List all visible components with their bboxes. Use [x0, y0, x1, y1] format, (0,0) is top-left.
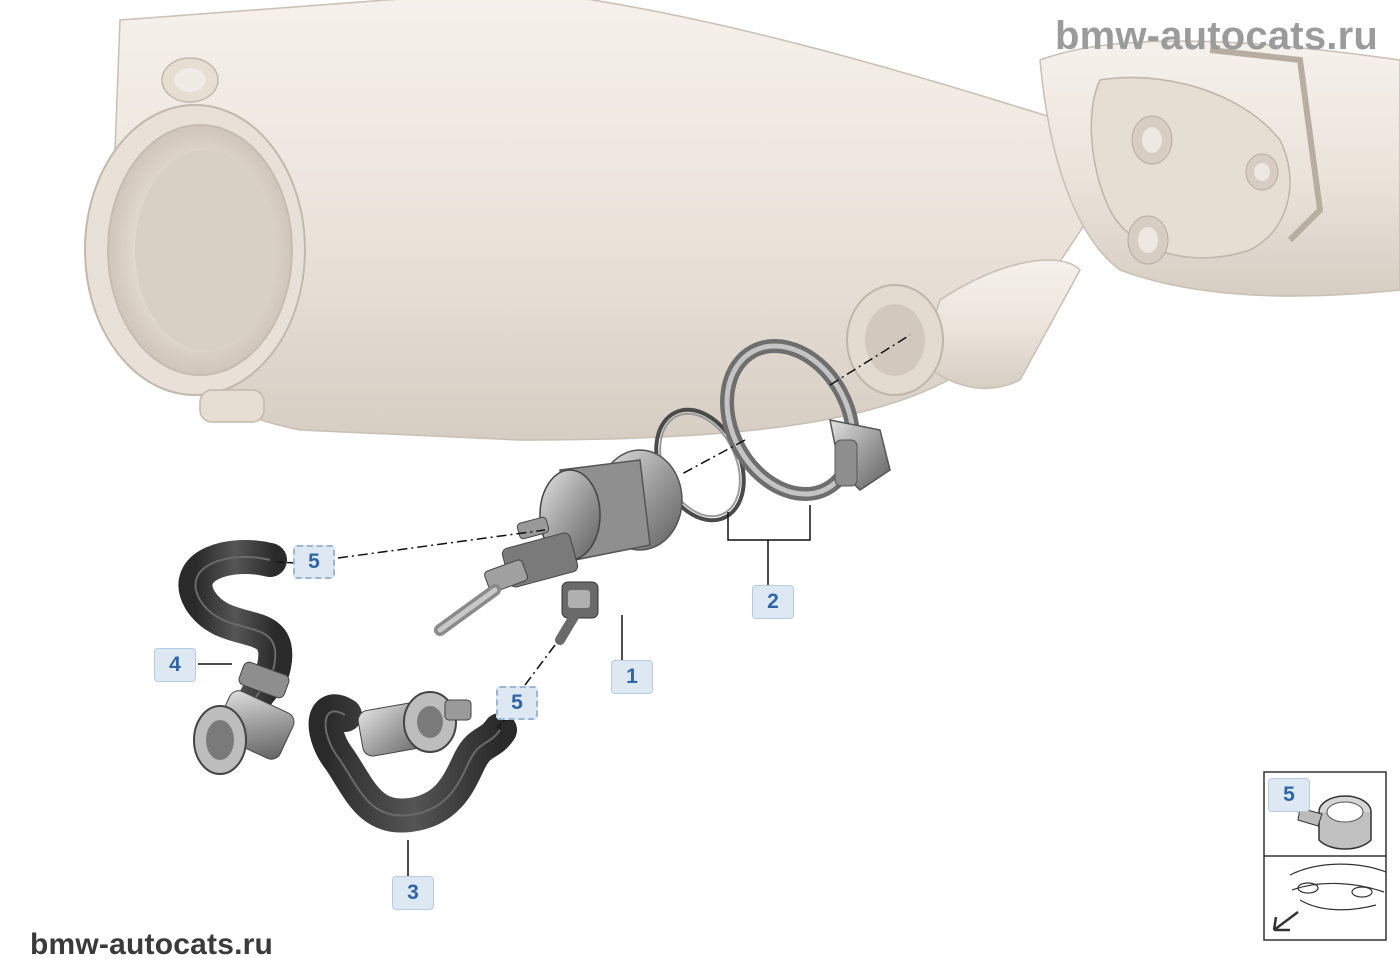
- legend-callout-5[interactable]: 5: [1268, 778, 1310, 812]
- callout-part-5-lower[interactable]: 5: [496, 686, 538, 720]
- v-band-clamp: [720, 338, 891, 502]
- vehicle-location-icon: [1272, 863, 1387, 932]
- coolant-hose-center: [308, 691, 517, 833]
- callout-part-3[interactable]: 3: [392, 876, 434, 910]
- coolant-hose-left: [178, 540, 295, 775]
- callout-part-1[interactable]: 1: [611, 660, 653, 694]
- exhaust-housing: [84, 0, 1400, 441]
- watermark-top: bmw-autocats.ru: [1054, 14, 1378, 58]
- callout-part-4[interactable]: 4: [154, 648, 196, 682]
- hose-clamp-icon: [1297, 795, 1372, 850]
- callout-part-2[interactable]: 2: [752, 585, 794, 619]
- dosing-valve: [434, 449, 683, 645]
- leader-lines: [198, 334, 911, 878]
- watermark-bottom: bmw-autocats.ru: [30, 928, 274, 961]
- callout-part-5-upper[interactable]: 5: [293, 545, 335, 579]
